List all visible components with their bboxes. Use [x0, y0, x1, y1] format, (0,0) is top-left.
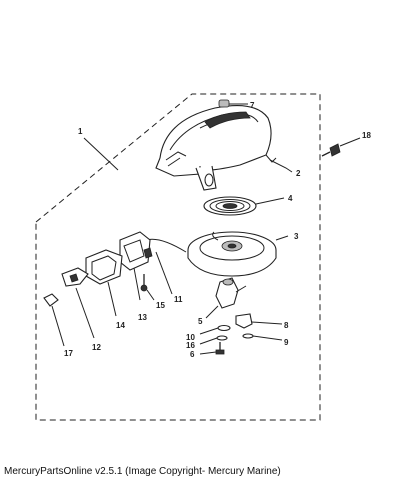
- callout-16: 16: [186, 341, 195, 350]
- callout-9: 9: [284, 338, 289, 347]
- bolt-6: [199, 342, 225, 355]
- leader-1: [83, 137, 119, 171]
- starter-pulley: [187, 231, 289, 277]
- handle-insert: [85, 249, 123, 317]
- starter-housing: [155, 105, 277, 191]
- callout-15: 15: [156, 301, 165, 310]
- washers-10-16: [199, 324, 231, 345]
- assembly-boundary: [35, 93, 321, 421]
- callout-3: 3: [294, 232, 299, 241]
- pawl: [205, 277, 247, 319]
- rope-leader-11: [155, 251, 173, 295]
- leader-2: [269, 159, 293, 173]
- pin-17: [43, 293, 65, 347]
- callout-14: 14: [116, 321, 125, 330]
- callout-17: 17: [64, 349, 73, 358]
- recoil-spring: [203, 196, 285, 216]
- pawl-plate: [235, 313, 283, 329]
- screw-15: [140, 274, 155, 301]
- rope-anchor: [61, 267, 95, 339]
- callout-1: 1: [78, 127, 83, 136]
- starter-rope: [145, 238, 187, 253]
- bolt-18: [321, 137, 361, 157]
- callout-8: 8: [284, 321, 289, 330]
- callout-11: 11: [174, 295, 183, 304]
- callout-5: 5: [198, 317, 203, 326]
- image-caption: MercuryPartsOnline v2.5.1 (Image Copyrig…: [4, 466, 281, 477]
- callout-12: 12: [92, 343, 101, 352]
- starter-handle: [119, 231, 153, 301]
- callout-6: 6: [190, 350, 195, 359]
- washer-9: [242, 333, 283, 341]
- nut-7: [218, 99, 248, 108]
- callout-13: 13: [138, 313, 147, 322]
- callout-18: 18: [362, 131, 371, 140]
- callout-2: 2: [296, 169, 301, 178]
- callout-4: 4: [288, 194, 293, 203]
- callout-10: 10: [186, 333, 195, 342]
- callout-7: 7: [250, 101, 255, 110]
